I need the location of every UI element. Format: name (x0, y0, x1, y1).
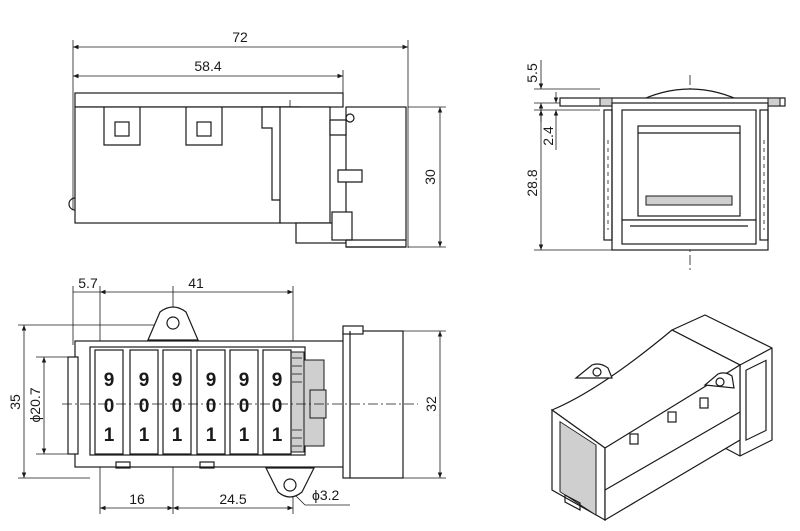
counter-wheels: 9 0 1 9 0 1 9 0 1 9 0 1 (94, 349, 292, 455)
counter-wheel: 9 0 1 (129, 349, 159, 455)
dim-hole-diameter: ϕ3.2 (312, 487, 340, 503)
dim-hole-pitch-1: 16 (129, 491, 145, 507)
dim-total-height: 35 (7, 394, 23, 410)
dim-top-offset: 5.5 (524, 63, 540, 83)
counter-wheel: 9 0 1 (196, 349, 226, 455)
dim-side-height: 30 (422, 169, 438, 185)
end-view: 5.5 2.4 28.8 (524, 60, 786, 272)
wheel-digit: 9 (272, 370, 283, 391)
wheel-digit: 0 (104, 396, 115, 417)
dim-hole-pitch-2: 24.5 (219, 491, 246, 507)
counter-wheel: 9 0 1 (162, 349, 192, 455)
wheel-digit: 9 (239, 370, 250, 391)
wheel-digit: 1 (139, 425, 150, 446)
wheel-digit: 9 (206, 370, 217, 391)
wheel-digit: 9 (104, 370, 115, 391)
dim-digit-offset: 5.7 (78, 275, 98, 291)
wheel-digit: 1 (239, 425, 250, 446)
wheel-digit: 0 (172, 396, 183, 417)
wheel-digit: 0 (239, 396, 250, 417)
wheel-digit: 0 (272, 396, 283, 417)
dim-end-height: 28.8 (524, 169, 540, 196)
dim-overall-length: 72 (232, 29, 248, 45)
wheel-digit: 1 (206, 425, 217, 446)
wheel-digit: 1 (172, 425, 183, 446)
dim-digits-span: 41 (188, 275, 204, 291)
wheel-digit: 0 (139, 396, 150, 417)
wheel-digit: 1 (104, 425, 115, 446)
front-view: 5.7 41 35 ϕ20.7 32 16 24.5 ϕ3.2 (7, 275, 446, 514)
counter-wheel: 9 0 1 (262, 349, 292, 455)
dim-window-height: ϕ20.7 (27, 387, 43, 422)
dim-body-length: 58.4 (194, 58, 221, 74)
dim-end-cap-height: 32 (423, 396, 439, 412)
wheel-digit: 1 (272, 425, 283, 446)
wheel-digit: 9 (139, 370, 150, 391)
side-view: 72 58.4 30 (68, 29, 446, 248)
counter-wheel: 9 0 1 (94, 349, 124, 455)
counter-wheel: 9 0 1 (229, 349, 259, 455)
wheel-digit: 0 (206, 396, 217, 417)
isometric-view (550, 314, 773, 522)
wheel-digit: 9 (172, 370, 183, 391)
dim-flange-thickness: 2.4 (540, 126, 556, 146)
